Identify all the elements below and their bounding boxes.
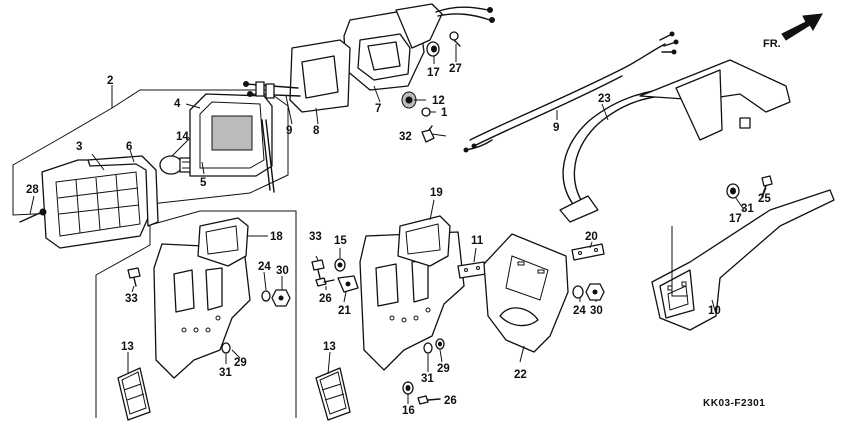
reflector-housing-center xyxy=(397,215,451,267)
collar-nut xyxy=(401,91,417,109)
callout-32: 32 xyxy=(399,131,412,143)
license-bracket-left xyxy=(153,243,251,379)
callout-26-upper: 26 xyxy=(319,293,332,305)
callout-17-top: 17 xyxy=(427,67,440,79)
license-plate-holder xyxy=(483,233,569,353)
bolt-33-left xyxy=(127,267,141,287)
plate-20 xyxy=(571,243,605,261)
taillight-lens xyxy=(41,159,149,249)
bolt-26-lower xyxy=(417,395,441,405)
nut-31-left xyxy=(221,342,231,354)
washer-24-left xyxy=(261,290,271,302)
reflector-center xyxy=(315,367,351,421)
callout-15: 15 xyxy=(334,235,347,247)
license-bracket-center xyxy=(359,231,465,371)
bolt-26-upper xyxy=(315,277,335,287)
callout-26-lower: 26 xyxy=(444,395,457,407)
callout-3: 3 xyxy=(76,141,82,153)
nut-30-left xyxy=(271,289,291,307)
leader-lines xyxy=(29,44,767,404)
bolt-right xyxy=(761,175,773,197)
callout-33-left: 33 xyxy=(125,293,138,305)
grommet-16 xyxy=(402,381,414,395)
callout-21: 21 xyxy=(338,305,351,317)
nut-31-center xyxy=(423,342,433,354)
callout-13-left: 13 xyxy=(121,341,134,353)
callout-31-right: 31 xyxy=(741,203,754,215)
washer-15 xyxy=(334,258,346,272)
figure-code: KK03-F2301 xyxy=(703,398,765,409)
callout-22: 22 xyxy=(514,369,527,381)
lens-gasket xyxy=(87,155,159,227)
callout-25: 25 xyxy=(758,193,771,205)
rear-fender-stay xyxy=(559,59,791,223)
callout-27: 27 xyxy=(449,63,462,75)
taillight-bulb xyxy=(159,155,193,175)
washer-1 xyxy=(421,107,431,117)
bolt-33-center xyxy=(311,259,325,279)
taillight-bracket xyxy=(243,39,351,113)
nut-30-right xyxy=(585,283,605,301)
reflector-left xyxy=(117,367,151,421)
front-direction-arrow: FR. xyxy=(763,13,823,50)
callout-2: 2 xyxy=(107,75,113,87)
callout-1: 1 xyxy=(441,107,448,119)
callout-13-center: 13 xyxy=(323,341,336,353)
callout-9-left: 9 xyxy=(286,125,292,137)
washer-24-right xyxy=(572,285,584,299)
callout-23: 23 xyxy=(598,93,611,105)
callout-28: 28 xyxy=(26,184,39,196)
taillight-housing xyxy=(343,3,495,91)
callout-24-right: 24 xyxy=(573,305,586,317)
callout-29-center: 29 xyxy=(437,363,450,375)
reflector-housing-left xyxy=(197,217,249,267)
callout-16: 16 xyxy=(402,405,415,417)
grommet-right xyxy=(726,183,740,199)
callout-8: 8 xyxy=(313,125,320,137)
callout-30-right: 30 xyxy=(590,305,603,317)
nut-29-center xyxy=(435,338,445,350)
callout-29-left: 29 xyxy=(234,357,247,369)
callout-12: 12 xyxy=(432,95,445,107)
callout-11: 11 xyxy=(471,235,484,247)
lens-screw xyxy=(19,208,47,223)
callout-14: 14 xyxy=(176,131,189,143)
callout-4: 4 xyxy=(174,98,181,110)
grommet-top xyxy=(426,41,440,57)
callout-31-left: 31 xyxy=(219,367,232,379)
callout-17-right: 17 xyxy=(729,213,742,225)
callout-9-right: 9 xyxy=(553,122,559,134)
wire-harness xyxy=(463,31,679,153)
bolt-32 xyxy=(421,125,435,143)
front-direction-label: FR. xyxy=(763,38,781,50)
callout-labels: 2 3 6 28 4 14 5 9 8 7 17 27 12 1 32 9 23… xyxy=(26,63,771,417)
callout-20: 20 xyxy=(585,231,598,243)
collar-21 xyxy=(337,275,359,293)
taillight-base xyxy=(189,93,275,193)
callout-19: 19 xyxy=(430,187,443,199)
callout-30-left: 30 xyxy=(276,265,289,277)
callout-10: 10 xyxy=(708,305,721,317)
screw-top xyxy=(449,31,461,47)
callout-5: 5 xyxy=(200,177,207,189)
callout-24-left: 24 xyxy=(258,261,271,273)
callout-33-center: 33 xyxy=(309,231,322,243)
callout-18: 18 xyxy=(270,231,283,243)
callout-7: 7 xyxy=(375,103,381,115)
callout-6: 6 xyxy=(126,141,132,153)
callout-31-center: 31 xyxy=(421,373,434,385)
